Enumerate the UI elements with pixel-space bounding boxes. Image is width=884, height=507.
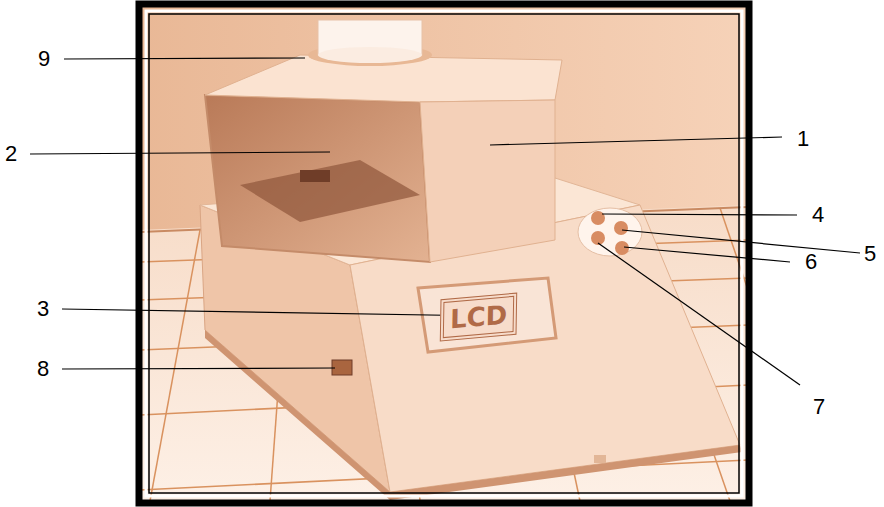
wall — [140, 6, 748, 501]
base-shadow — [205, 330, 742, 500]
button-plate — [578, 208, 642, 256]
callout-number: 9 — [38, 47, 50, 71]
inner-plate — [300, 170, 330, 182]
button — [591, 211, 605, 225]
cylinder-bottom — [318, 47, 422, 63]
callout-number: 8 — [37, 357, 49, 381]
front-port — [594, 455, 606, 463]
button — [615, 241, 629, 255]
picture-frame — [139, 4, 749, 503]
box-front — [420, 100, 555, 262]
callout-number: 6 — [805, 250, 817, 274]
side-switch — [332, 360, 352, 375]
picture-frame-inner — [146, 11, 742, 496]
callout-number: 7 — [813, 395, 825, 419]
callout-number: 2 — [5, 142, 17, 166]
screen-label: LCD — [440, 293, 518, 342]
leader-lines — [30, 58, 860, 385]
picture-frame-line — [149, 14, 739, 493]
callout-number: 4 — [812, 203, 824, 227]
button — [614, 221, 628, 235]
chamber-opening — [205, 95, 430, 262]
callout-number: 1 — [797, 127, 809, 151]
button — [591, 231, 605, 245]
callout-number: 3 — [37, 297, 49, 321]
inner-tray — [240, 160, 420, 222]
callout-number: 5 — [864, 242, 876, 266]
